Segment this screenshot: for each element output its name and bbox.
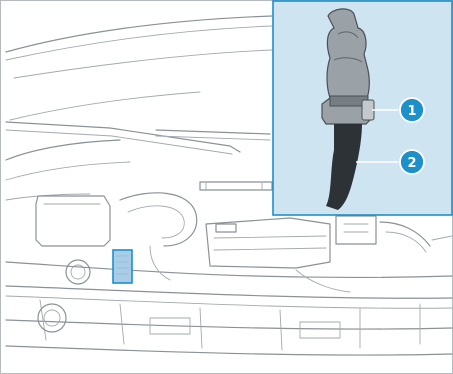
detail-inset: 1 2: [273, 1, 452, 215]
highlighted-component: [113, 250, 132, 283]
callout-2-label: 2: [407, 156, 416, 171]
callout-1: 1: [400, 98, 424, 122]
callout-1-label: 1: [407, 104, 416, 119]
callout-2: 2: [400, 150, 424, 174]
